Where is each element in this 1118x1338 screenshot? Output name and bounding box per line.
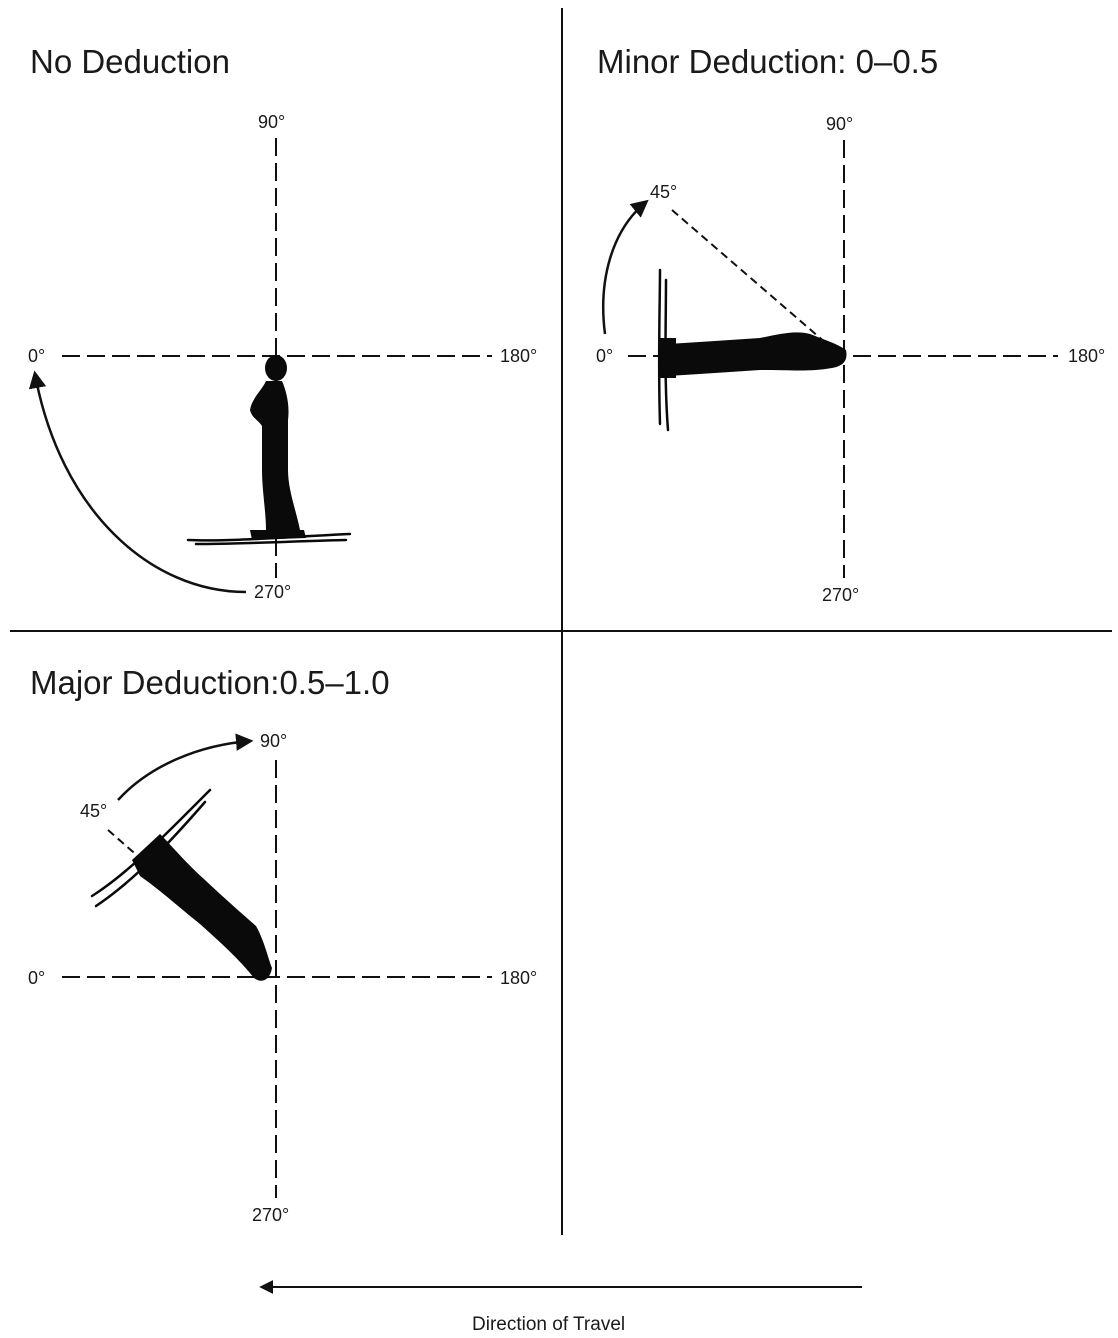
- label-0-degrees: 0°: [596, 346, 613, 366]
- label-180-degrees: 180°: [500, 346, 537, 366]
- rotation-arrow: [117, 733, 254, 801]
- panel-title: Minor Deduction: 0–0.5: [597, 43, 938, 80]
- label-270-degrees: 270°: [822, 585, 859, 605]
- direction-of-travel: Direction of Travel: [259, 1280, 862, 1335]
- label-90-degrees: 90°: [826, 114, 853, 134]
- angle-guide-line: [107, 829, 141, 859]
- label-0-degrees: 0°: [28, 968, 45, 988]
- direction-caption: Direction of Travel: [472, 1314, 625, 1335]
- panel-major-deduction: Major Deduction:0.5–1.0 0° 90° 180° 270°…: [28, 664, 537, 1225]
- skier-horizontal-silhouette: [657, 268, 847, 432]
- label-270-degrees: 270°: [252, 1205, 289, 1225]
- rotation-arrow: [28, 370, 247, 594]
- panel-title: Major Deduction:0.5–1.0: [30, 664, 390, 701]
- angle-guide-line: [671, 209, 835, 351]
- label-90-degrees: 90°: [260, 731, 287, 751]
- label-45-degrees: 45°: [650, 182, 677, 202]
- label-180-degrees: 180°: [500, 968, 537, 988]
- skier-diagonal-silhouette: [90, 788, 272, 981]
- panel-no-deduction: No Deduction 0° 90° 180° 270°: [28, 43, 537, 602]
- label-0-degrees: 0°: [28, 346, 45, 366]
- panel-title: No Deduction: [30, 43, 230, 80]
- rotation-arrow: [602, 199, 649, 335]
- label-180-degrees: 180°: [1068, 346, 1105, 366]
- skier-upright-silhouette: [186, 355, 352, 546]
- label-270-degrees: 270°: [254, 582, 291, 602]
- label-45-degrees: 45°: [80, 801, 107, 821]
- label-90-degrees: 90°: [258, 112, 285, 132]
- panel-minor-deduction: Minor Deduction: 0–0.5 0° 90° 180° 270° …: [596, 43, 1105, 605]
